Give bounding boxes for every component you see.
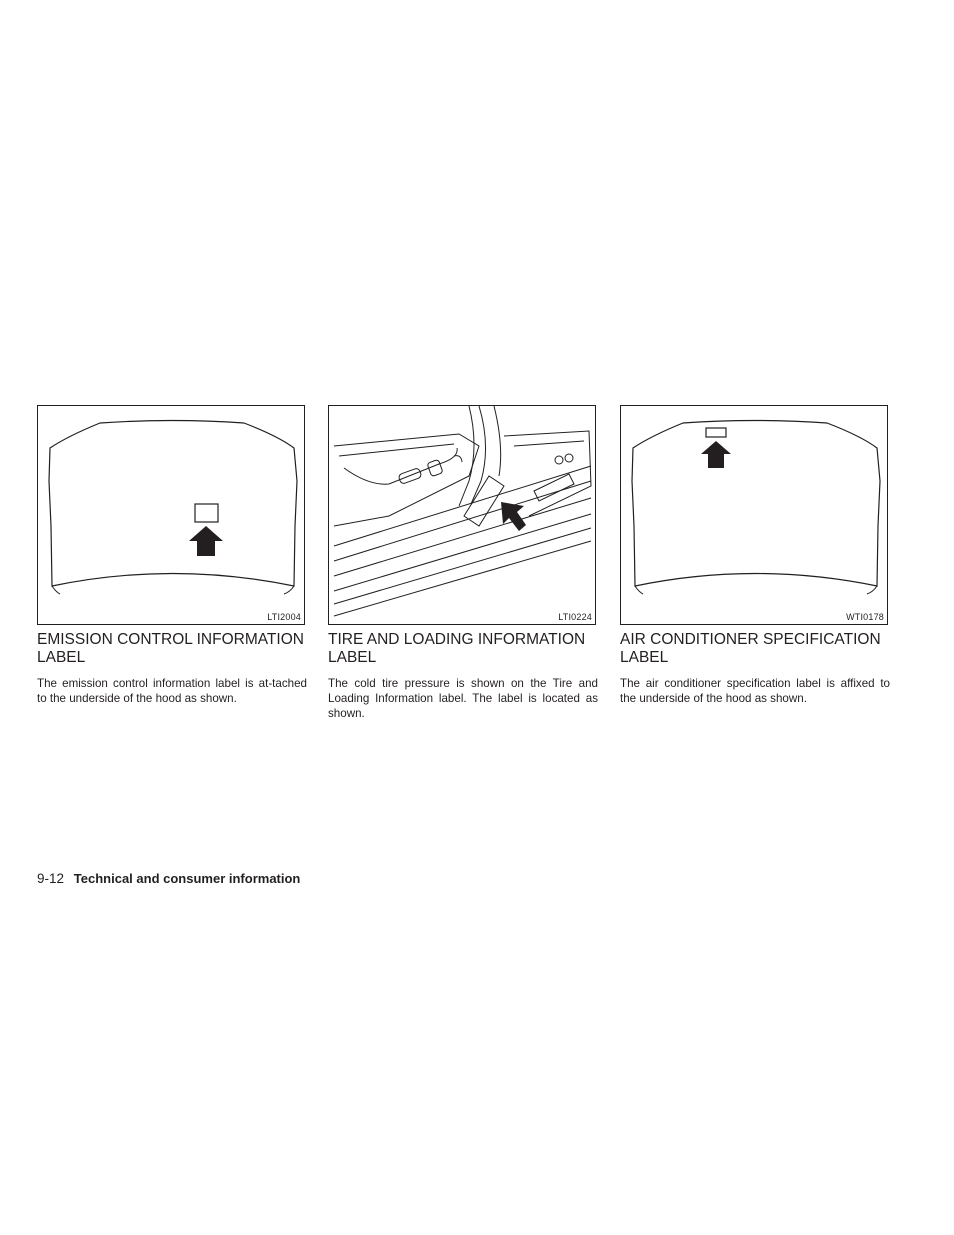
section-air-conditioner: WTI0178 AIR CONDITIONER SPECIFICATION LA… [620, 405, 890, 706]
door-sill-illustration [333, 406, 592, 617]
arrow-up-icon [701, 441, 731, 468]
section-emission-control: LTI2004 EMISSION CONTROL INFORMATION LAB… [37, 405, 307, 706]
section-heading: EMISSION CONTROL INFORMATION LABEL [37, 631, 304, 666]
section-body: The cold tire pressure is shown on the T… [328, 677, 598, 720]
door-sill-figure: LTI0224 [328, 405, 596, 625]
hood-illustration [48, 419, 298, 595]
section-heading: TIRE AND LOADING INFORMATION LABEL [328, 631, 586, 666]
figure-code: WTI0178 [846, 612, 884, 622]
section-tire-loading: LTI0224 TIRE AND LOADING INFORMATION LAB… [328, 405, 598, 721]
footer-section-title: Technical and consumer information [73, 871, 301, 886]
figure-code: LTI0224 [558, 612, 592, 622]
label-location-box [194, 503, 219, 523]
hood-figure-emission: LTI2004 [37, 405, 305, 625]
section-body: The emission control information label i… [37, 677, 307, 705]
hood-illustration [631, 419, 881, 595]
section-body: The air conditioner specification label … [620, 677, 890, 705]
label-location-box [705, 427, 727, 438]
arrow-up-icon [189, 526, 223, 556]
section-heading: AIR CONDITIONER SPECIFICATION LABEL [620, 631, 881, 666]
hood-figure-ac: WTI0178 [620, 405, 888, 625]
page-number: 9-12 [37, 871, 65, 886]
arrow-icon [501, 502, 526, 531]
figure-code: LTI2004 [267, 612, 301, 622]
page-footer: 9-12 Technical and consumer information [37, 871, 300, 886]
